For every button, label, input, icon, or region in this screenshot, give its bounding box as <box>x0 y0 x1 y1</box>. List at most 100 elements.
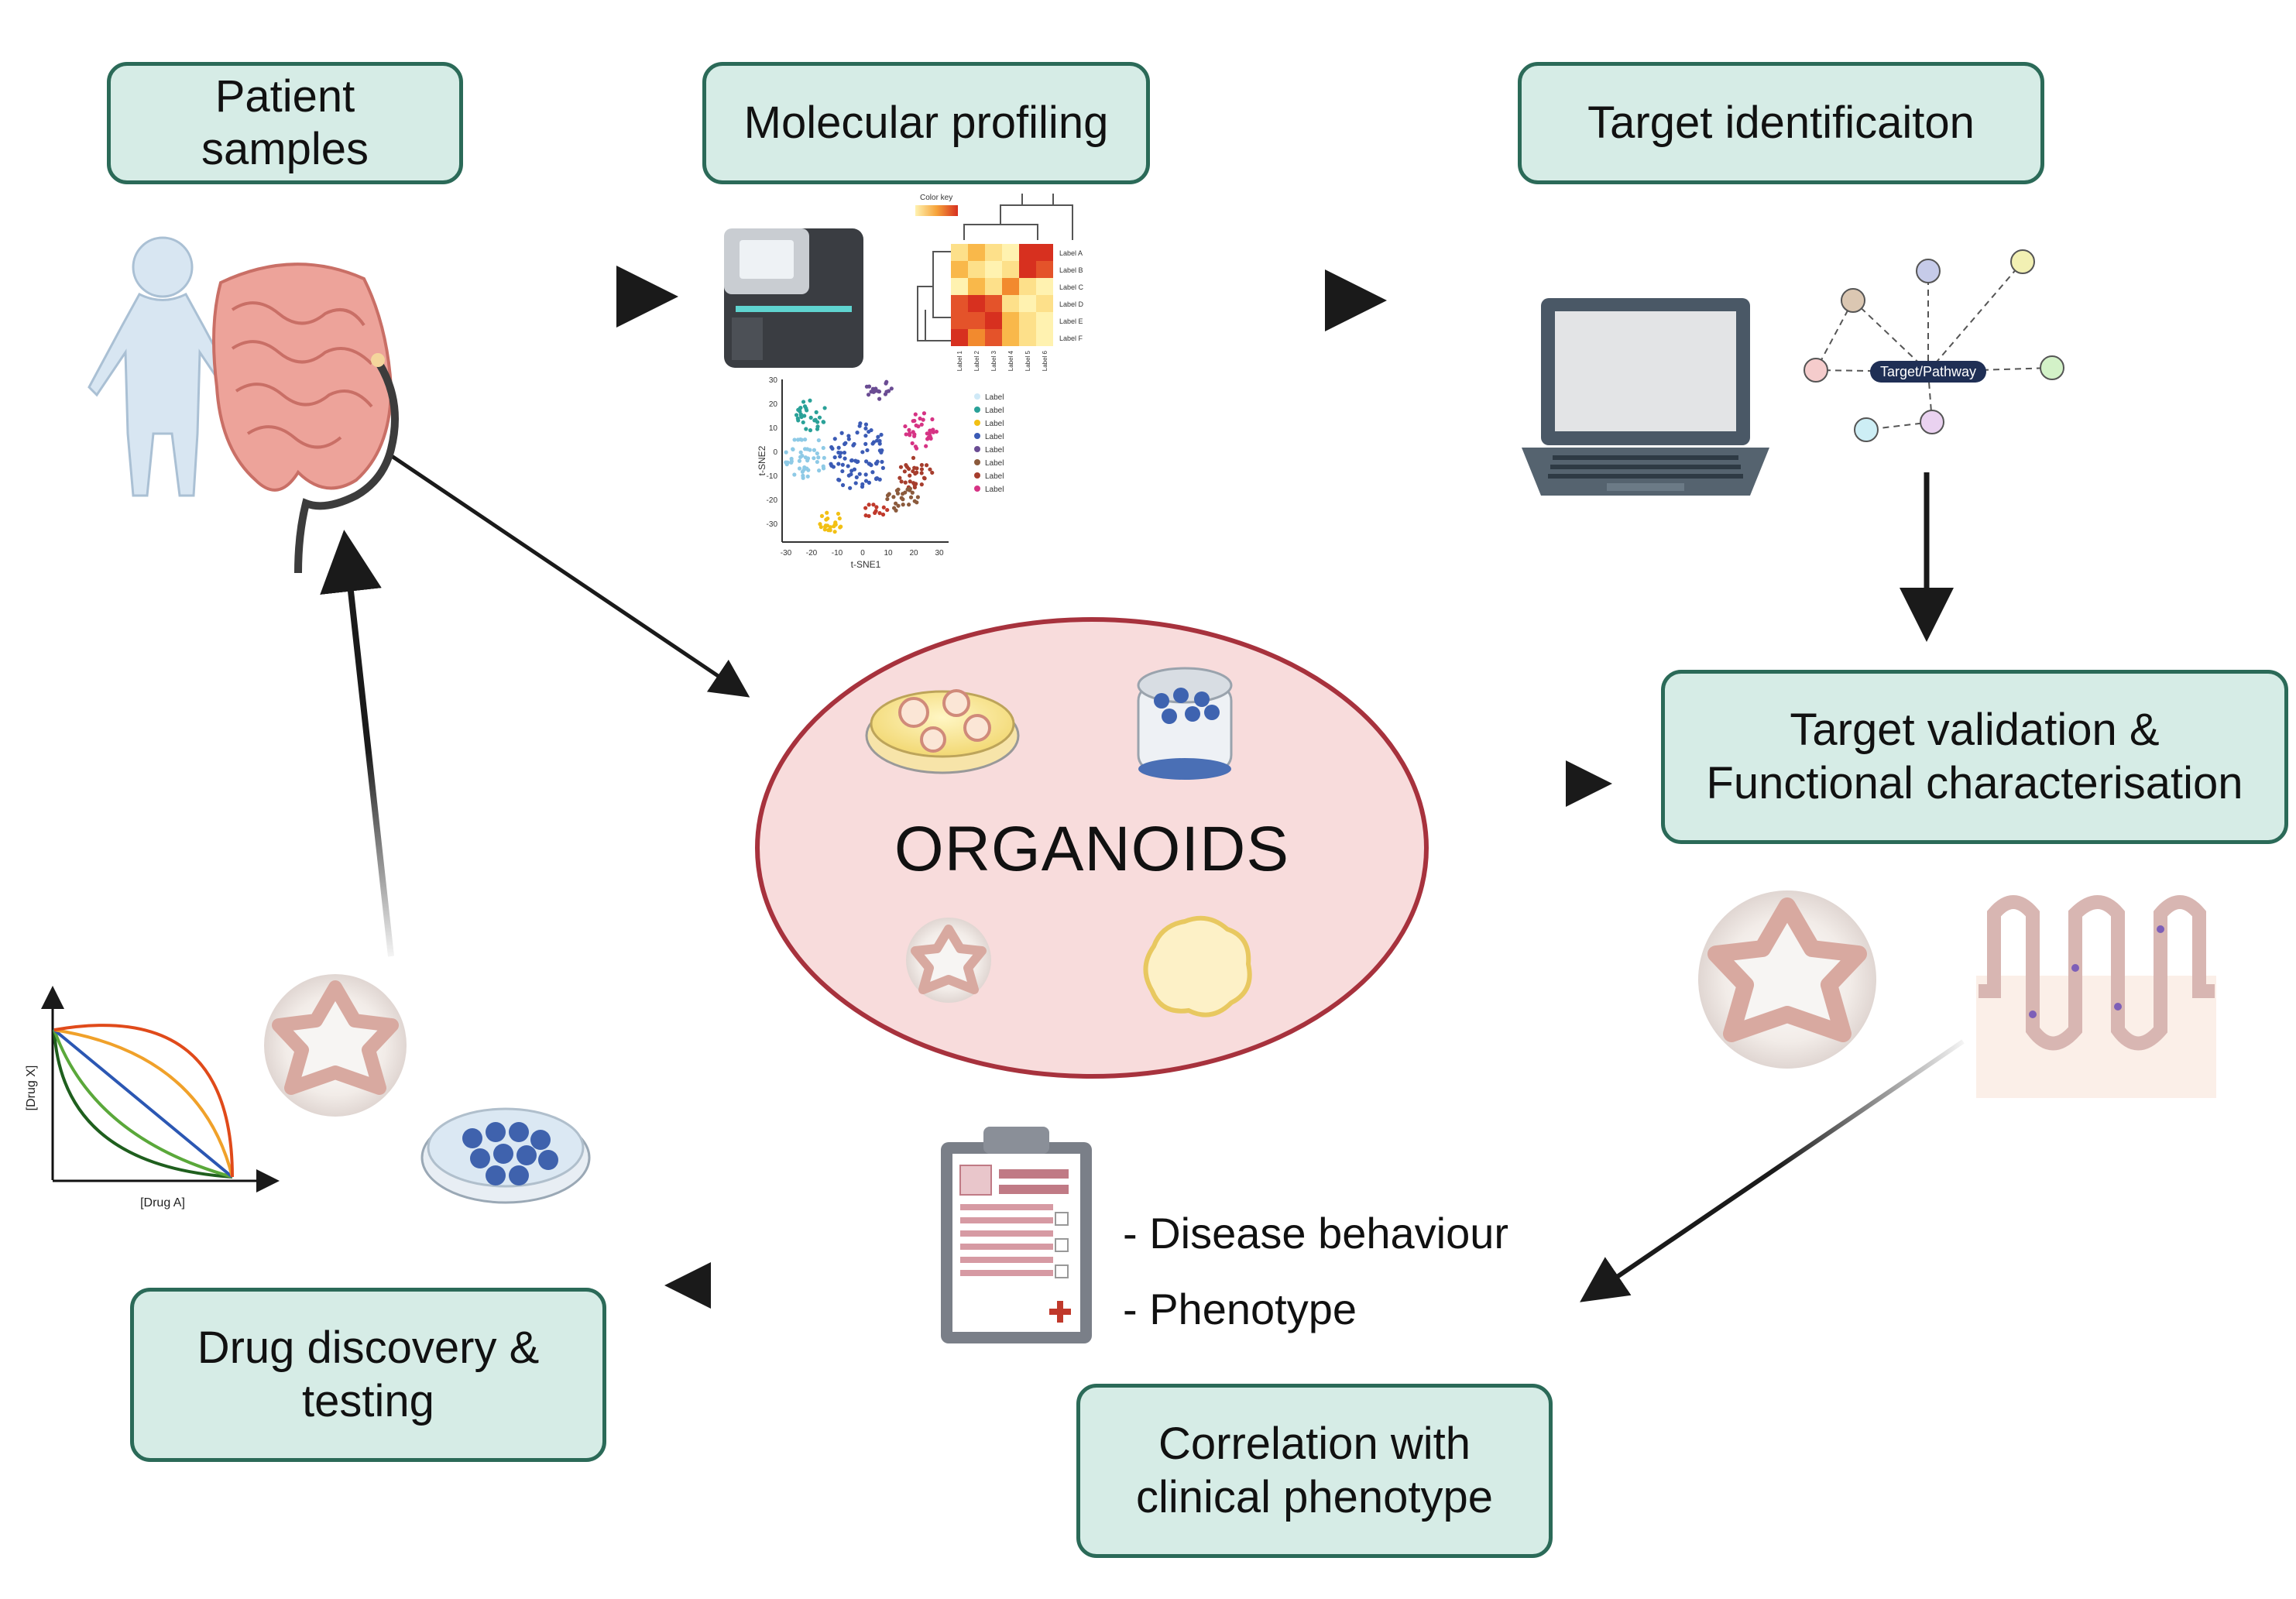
tsne-point <box>792 472 797 477</box>
tsne-point <box>817 415 822 420</box>
tsne-point <box>840 482 846 488</box>
heatmap-cell <box>1019 244 1036 261</box>
tsne-point <box>908 433 912 437</box>
heatmap-cell <box>968 244 985 261</box>
tsne-point <box>919 482 924 487</box>
tsne-point <box>849 472 853 477</box>
network-node <box>1916 259 1941 283</box>
patient-samples-box: Patient samples <box>107 62 463 184</box>
arrow-validation-to-correlation <box>1580 1039 1965 1302</box>
correlation-box: Correlation with clinical phenotype <box>1076 1384 1553 1558</box>
tsne-y-tick: 20 <box>769 400 778 409</box>
tsne-point <box>799 437 804 442</box>
tsne-point <box>863 506 868 510</box>
tsne-legend-label: Label <box>985 486 1004 494</box>
target-pathway-label: Target/Pathway <box>1880 364 1976 379</box>
tsne-point <box>828 525 832 530</box>
tsne-point <box>858 421 863 426</box>
tsne-point <box>904 463 908 468</box>
clinical-record-clipboard-icon <box>941 1127 1092 1343</box>
tsne-point <box>849 458 854 463</box>
tsne-point <box>812 418 817 423</box>
tsne-legend-label: Label <box>985 446 1004 455</box>
tsne-clusters <box>784 379 939 534</box>
tsne-point <box>885 507 890 513</box>
heatmap-col-label: Label 4 <box>1007 350 1014 371</box>
tsne-point <box>918 416 922 421</box>
tsne-point <box>908 473 912 478</box>
tsne-point <box>822 406 827 410</box>
tsne-point <box>860 450 865 455</box>
tsne-point <box>822 527 827 532</box>
tsne-point <box>855 431 860 435</box>
tsne-point <box>903 424 908 429</box>
tsne-point <box>832 530 837 534</box>
tsne-y-tick: -10 <box>767 472 778 481</box>
tsne-point <box>910 441 915 446</box>
tsne-point <box>803 437 808 442</box>
tsne-point <box>865 448 870 453</box>
heatmap-cell <box>951 244 968 261</box>
dose-y-label: [Drug X] <box>25 1065 38 1111</box>
tsne-point <box>797 466 802 471</box>
heatmap-row-label: Label F <box>1059 335 1083 342</box>
tsne-point <box>908 488 912 492</box>
tsne-point <box>792 437 797 442</box>
tsne-point <box>902 469 907 474</box>
tsne-point <box>864 459 869 464</box>
tsne-point <box>854 475 859 479</box>
tsne-point <box>934 429 939 434</box>
tsne-point <box>836 445 841 450</box>
tsne-point <box>808 415 813 420</box>
tsne-point <box>921 411 927 416</box>
network-node <box>1920 410 1944 434</box>
tsne-point <box>816 455 821 460</box>
tsne-point <box>930 470 935 475</box>
heatmap-cell <box>1019 312 1036 329</box>
correlation-label-line1: Correlation with <box>1158 1419 1471 1470</box>
molecular-profiling-box: Molecular profiling <box>702 62 1150 184</box>
tsne-point <box>898 465 904 469</box>
heatmap-cell <box>1002 295 1019 312</box>
heatmap-cell <box>985 278 1002 295</box>
well-plate-icon <box>1137 667 1233 780</box>
tsne-point <box>863 441 868 446</box>
tsne-legend-label: Label <box>985 420 1004 428</box>
tsne-point <box>915 500 919 505</box>
heatmap-cell <box>1019 295 1036 312</box>
tsne-point <box>871 503 876 507</box>
tsne-point <box>919 462 924 468</box>
intestine-icon <box>212 262 399 574</box>
tsne-point <box>919 471 924 475</box>
heatmap-cell <box>1036 312 1053 329</box>
tsne-point <box>831 465 836 469</box>
tsne-point <box>843 441 848 445</box>
tsne-legend-label: Label <box>985 407 1004 415</box>
drug-test-dish-icon <box>420 1107 591 1204</box>
tsne-point <box>919 422 924 427</box>
tsne-point <box>904 432 908 437</box>
tsne-point <box>798 405 803 410</box>
tsne-x-label: t-SNE1 <box>851 559 881 570</box>
tsne-point <box>832 437 837 441</box>
tsne-point <box>797 458 802 463</box>
tsne-point <box>785 460 790 465</box>
tsne-point <box>907 466 911 472</box>
tsne-y-tick: 30 <box>769 376 778 385</box>
tsne-point <box>896 503 901 508</box>
tsne-point <box>911 455 916 460</box>
tsne-point <box>829 462 833 466</box>
tsne-point <box>848 486 853 490</box>
tsne-legend-swatch <box>974 472 980 479</box>
arrow-drug-to-patient <box>320 530 394 957</box>
tsne-point <box>873 386 878 391</box>
heatmap-cell <box>968 329 985 346</box>
tsne-point <box>798 413 804 418</box>
target-pathway-node <box>1870 361 1986 383</box>
tsne-point <box>857 472 862 476</box>
network-node <box>1841 288 1865 313</box>
heatmap-row-label: Label A <box>1059 249 1083 257</box>
tsne-point <box>794 413 799 417</box>
tsne-point <box>921 417 925 422</box>
